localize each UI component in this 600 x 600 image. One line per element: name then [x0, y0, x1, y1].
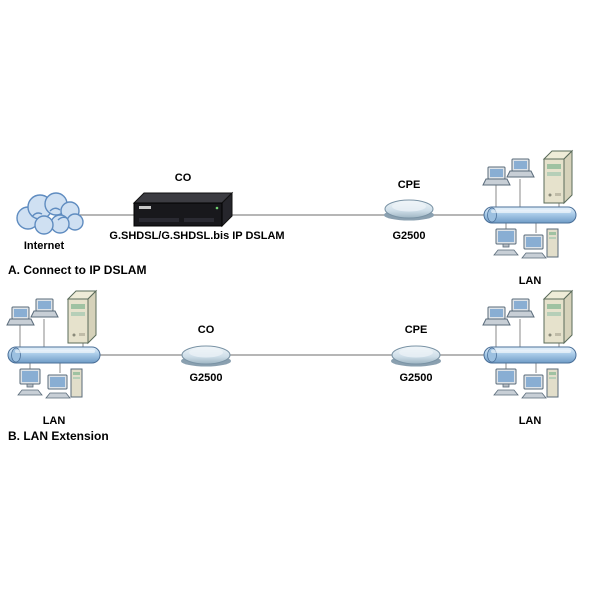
dslam-label: G.SHDSL/G.SHDSL.bis IP DSLAM	[109, 230, 285, 242]
dslam-device-icon	[133, 192, 233, 227]
lan-cluster-b-left-icon	[7, 291, 100, 398]
cpe-modem-a-icon	[383, 199, 435, 221]
internet-label: Internet	[23, 240, 65, 252]
lan-label-a: LAN	[518, 275, 542, 287]
lan-label-b-left: LAN	[42, 415, 66, 427]
section-a-heading: A. Connect to IP DSLAM	[8, 263, 147, 277]
cpe-model-a: G2500	[392, 230, 426, 242]
section-b-heading: B. LAN Extension	[8, 429, 109, 443]
co-model-b: G2500	[189, 372, 223, 384]
cpe-label-a: CPE	[397, 179, 421, 191]
lan-label-b-right: LAN	[518, 415, 542, 427]
co-label-b: CO	[197, 324, 215, 336]
co-label-a: CO	[174, 172, 192, 184]
cpe-modem-b-icon	[390, 345, 442, 367]
cpe-model-b: G2500	[399, 372, 433, 384]
cpe-label-b: CPE	[404, 324, 428, 336]
internet-cloud-icon	[16, 192, 84, 235]
lan-cluster-b-right-icon	[483, 291, 576, 398]
co-modem-b-icon	[180, 345, 232, 367]
lan-cluster-a-icon	[483, 151, 576, 258]
